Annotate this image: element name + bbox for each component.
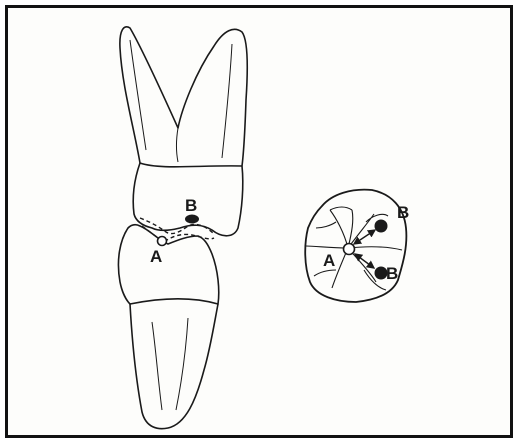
occlusal-view (305, 190, 406, 302)
occlusal-outline (305, 190, 406, 302)
lower-tooth-root (130, 304, 218, 429)
side-label-a: A (150, 247, 162, 266)
side-point-b (185, 215, 199, 224)
side-label-b: B (185, 196, 197, 215)
occlusal-label-b-upper: B (397, 203, 409, 222)
occlusal-point-b-upper (375, 220, 388, 233)
upper-tooth-cej (140, 163, 242, 167)
arrow-to-upper-b (354, 230, 375, 244)
occlusal-label-a: A (323, 251, 335, 270)
arrow-to-lower-b (355, 254, 374, 268)
lower-tooth-crown (118, 225, 218, 304)
upper-tooth (120, 27, 247, 236)
side-point-a (158, 237, 167, 246)
lower-tooth-root-detail (152, 318, 188, 410)
lower-tooth (118, 225, 218, 429)
occlusal-point-a (344, 244, 355, 255)
occlusal-label-b-lower: B (386, 264, 398, 283)
